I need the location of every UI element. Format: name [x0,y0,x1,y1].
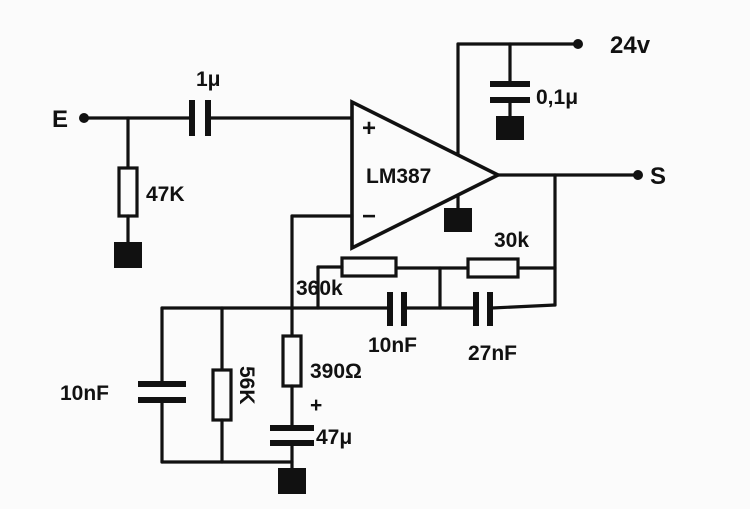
input-label: E [52,106,68,133]
supply-section [456,39,583,156]
cap-27nf-label: 27nF [468,342,517,365]
resistor-47k-label: 47K [146,183,185,206]
supply-voltage-label: 24v [610,32,651,59]
cap-left-label: 10nF [60,382,109,405]
lower-network [138,306,314,494]
resistor-390-label: 390Ω [310,360,362,383]
resistor-30k [466,257,520,279]
output-terminal [633,170,643,180]
resistor-56k [211,368,233,422]
ground-symbol [496,116,524,140]
resistor-47k [117,166,139,218]
ic-name: LM387 [366,165,431,188]
cap-10nf-label: 10nF [368,334,417,357]
ground-symbol [114,242,142,268]
decoupling-cap-label: 0,1μ [536,86,578,109]
resistor-360k [340,256,398,278]
opamp-triangle [350,99,503,251]
resistor-30k-label: 30k [494,229,529,252]
input-cap-label: 1μ [196,68,221,91]
resistor-56k-label: 56K [235,366,258,405]
resistor-360k-label: 360k [296,277,343,300]
plus-sign: + [362,115,376,142]
inverting-input-wiring [290,214,354,310]
resistor-390 [281,334,303,388]
output-label: S [650,163,666,190]
ground-symbol [444,208,472,232]
labels: E 1μ 47K + − LM387 24v 0,1μ S 30k 360k 1… [52,32,666,449]
supply-terminal [573,39,583,49]
minus-sign: − [362,203,376,230]
polarity-mark: + [310,394,322,417]
cap-47u-label: 47μ [316,426,352,449]
feedback-network [160,173,557,326]
input-section [79,100,354,268]
input-terminal [79,113,89,123]
opamp [350,99,643,251]
ground-symbol [278,468,306,494]
